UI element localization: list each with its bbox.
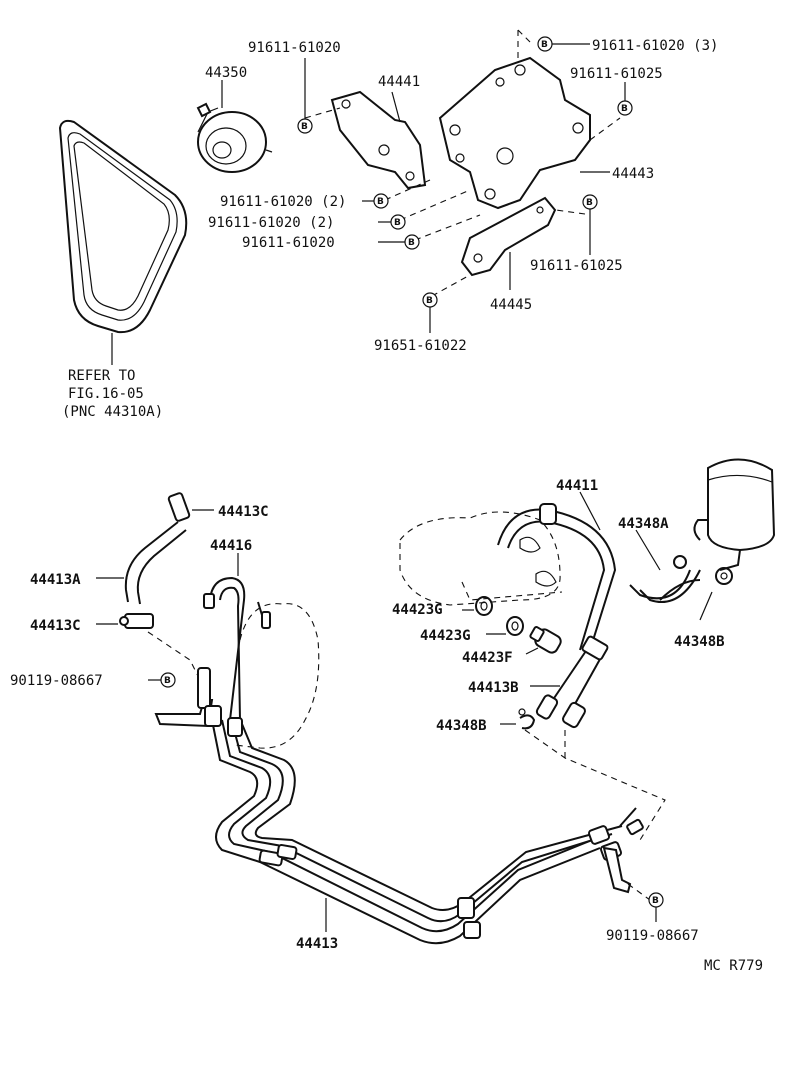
washer-44423G-upper-drawing xyxy=(462,596,493,616)
hose-44413B-drawing xyxy=(530,635,609,729)
fitting-44413C-upper-drawing xyxy=(167,492,214,522)
idler-pulley-drawing xyxy=(196,80,273,173)
label-44413C-lower: 44413C xyxy=(30,618,81,634)
bracket-left-drawing xyxy=(154,667,214,728)
bolt-symbol-1: B xyxy=(297,118,313,134)
refer-note-line-1: REFER TO xyxy=(68,368,135,384)
svg-text:B: B xyxy=(301,122,308,132)
label-44443: 44443 xyxy=(612,166,654,182)
hose-route-dashed xyxy=(147,631,201,681)
hose-44348A-drawing xyxy=(629,529,701,603)
label-44413B: 44413B xyxy=(468,680,519,696)
label-44416: 44416 xyxy=(210,538,252,554)
pump-outline xyxy=(399,511,561,606)
fitting-44413C-lower-drawing xyxy=(96,613,154,629)
label-44413A: 44413A xyxy=(30,572,81,588)
label-91611-61020-3: 91611-61020 (3) xyxy=(592,38,718,54)
label-91611-61025-top: 91611-61025 xyxy=(570,66,663,82)
bracket-44443-drawing xyxy=(438,56,610,210)
label-90119-08667-upper: 90119-08667 xyxy=(10,673,103,689)
label-44348A: 44348A xyxy=(618,516,669,532)
svg-text:B: B xyxy=(586,198,593,208)
bolt-symbol-8: B xyxy=(422,292,438,308)
bracket-right-drawing xyxy=(602,846,651,901)
bolt-symbol-9: B xyxy=(160,672,176,688)
label-91611-61020-2a: 91611-61020 (2) xyxy=(220,194,346,210)
label-90119-08667-lower: 90119-08667 xyxy=(606,928,699,944)
svg-text:B: B xyxy=(621,104,628,114)
right-dashed-route xyxy=(524,729,666,841)
label-44411: 44411 xyxy=(556,478,598,494)
label-91651-61022: 91651-61022 xyxy=(374,338,467,354)
label-44423G-lower: 44423G xyxy=(420,628,471,644)
label-44423G-upper: 44423G xyxy=(392,602,443,618)
pump-dashed-1 xyxy=(461,581,563,601)
steering-gear-outline xyxy=(234,603,320,749)
upper-solid-leaders xyxy=(304,43,626,333)
label-44413: 44413 xyxy=(296,936,338,952)
svg-text:B: B xyxy=(394,218,401,228)
label-91611-61020-2b: 91611-61020 (2) xyxy=(208,215,334,231)
bracket-44445-drawing xyxy=(460,196,557,290)
label-91611-61025-bottom: 91611-61025 xyxy=(530,258,623,274)
label-44423F: 44423F xyxy=(462,650,513,666)
clamp-44348B-left-drawing xyxy=(500,708,536,730)
label-91611-61020-mid: 91611-61020 xyxy=(242,235,335,251)
label-44350: 44350 xyxy=(205,65,247,81)
svg-text:B: B xyxy=(164,676,171,686)
svg-text:B: B xyxy=(652,896,659,906)
bolt-symbol-6: B xyxy=(404,234,420,250)
reservoir-drawing xyxy=(693,458,776,571)
illustration-code: MC R779 xyxy=(704,958,763,974)
label-44348B-left: 44348B xyxy=(436,718,487,734)
clamp-44348B-right-drawing xyxy=(673,555,733,621)
hose-44413A-drawing xyxy=(96,521,187,605)
union-bolt-44423F-drawing xyxy=(525,626,562,655)
hose-44411-drawing xyxy=(497,491,617,651)
tube-44416-drawing xyxy=(203,553,271,721)
bolt-symbol-7: B xyxy=(582,194,598,210)
bolt-symbol-3: B xyxy=(617,100,633,116)
refer-note-line-2: FIG.16-05 xyxy=(68,386,144,402)
label-44445: 44445 xyxy=(490,297,532,313)
svg-text:B: B xyxy=(408,238,415,248)
bolt-symbol-2: B xyxy=(537,36,553,52)
upper-dashed-leaders xyxy=(304,29,621,297)
bolt-symbol-5: B xyxy=(390,214,406,230)
svg-text:B: B xyxy=(377,197,384,207)
label-91611-61020-top: 91611-61020 xyxy=(248,40,341,56)
refer-note-line-3: (PNC 44310A) xyxy=(62,404,163,420)
label-44441: 44441 xyxy=(378,74,420,90)
svg-text:B: B xyxy=(541,40,548,50)
bracket-44441-drawing xyxy=(330,90,427,190)
label-44413C-upper: 44413C xyxy=(218,504,269,520)
tube-44413-drawing xyxy=(204,705,644,945)
bolt-symbol-4: B xyxy=(373,193,389,209)
washer-44423G-lower-drawing xyxy=(486,616,524,636)
svg-text:B: B xyxy=(426,296,433,306)
bolt-symbol-10: B xyxy=(648,892,664,908)
v-belt-drawing xyxy=(58,119,188,365)
label-44348B-right: 44348B xyxy=(674,634,725,650)
